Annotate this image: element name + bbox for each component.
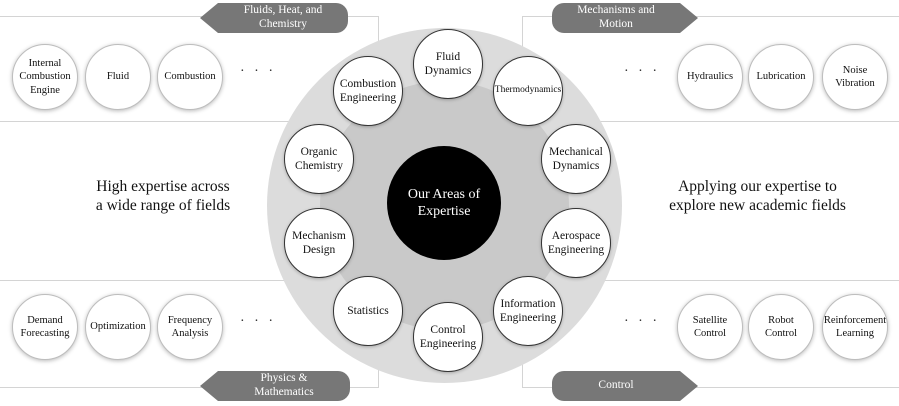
item-label: Analysis (171, 328, 209, 339)
side-text-line: High expertise across (96, 178, 230, 195)
core-our-areas-of-expertise: Our Areas of Expertise (387, 146, 501, 260)
ring-item-label: Design (302, 244, 336, 256)
item-label: Control (764, 328, 798, 339)
item-label: Forecasting (20, 328, 70, 339)
tag-line: Fluids, Heat, and (243, 4, 323, 17)
ring-item-label: Mechanism (292, 229, 346, 242)
item-label: Combustion (164, 71, 216, 83)
core-label: Expertise (417, 204, 471, 219)
side-text-line: Applying our expertise to (678, 178, 837, 195)
ring-item-label: Aerospace (551, 229, 601, 242)
tag-physics-mathematics: Physics &Mathematics (200, 371, 350, 401)
tag-line: Physics & (260, 372, 308, 385)
item-label: Demand (27, 314, 63, 326)
ellipsis: · · · (240, 314, 276, 329)
ring-item-label: Dynamics (552, 160, 600, 172)
tag-line: Mechanisms and (577, 4, 655, 17)
ring-item-label: Statistics (347, 304, 389, 317)
item-fluid: Fluid (85, 44, 151, 110)
item-label: Hydraulics (686, 71, 734, 83)
ring-item-label: Engineering (547, 244, 605, 256)
ring-item-label: Engineering (419, 338, 477, 350)
ring-item-label: Combustion (339, 77, 397, 90)
item-label: Lubrication (756, 71, 806, 83)
ring-item-label: Chemistry (295, 160, 343, 172)
item-label: Robot (768, 314, 794, 326)
item-label: Combustion (19, 71, 71, 83)
item-combustion: Combustion (157, 44, 223, 110)
item-label: Internal (28, 58, 62, 70)
ellipsis: · · · (624, 314, 660, 329)
ring-item-label: Information (500, 297, 556, 310)
ellipsis: · · · (240, 64, 276, 79)
item-label: Satellite (692, 314, 728, 326)
ring-item-thermodynamics: Thermodynamics (493, 56, 563, 126)
ring-item-label: Mechanical (549, 145, 603, 158)
ring-item-label: Thermodynamics (494, 85, 562, 96)
ring-item-label: Control (430, 323, 466, 336)
side-text-right: Applying our expertise to explore new aca… (650, 177, 865, 216)
item-label: Engine (30, 84, 60, 96)
side-text-line: explore new academic fields (669, 197, 846, 215)
item-label: Learning (836, 328, 874, 339)
ring-item-statistics: Statistics (333, 276, 403, 346)
item-label: Reinforcement (823, 314, 887, 326)
ring-item-label: Engineering (339, 92, 397, 104)
ring-item-label: Organic (300, 145, 338, 158)
tag-line: Mathematics (254, 386, 314, 398)
tag-control: Control (552, 371, 698, 401)
item-label: Control (693, 328, 727, 339)
item-label: Optimization (90, 321, 146, 333)
item-optimization: Optimization (85, 294, 151, 360)
ring-item-label: Engineering (499, 312, 557, 324)
item-hydraulics: Hydraulics (677, 44, 743, 110)
ring-item-label: Dynamics (424, 65, 472, 77)
side-text-left: High expertise across a wide range of fie… (78, 177, 248, 216)
ellipsis: · · · (624, 64, 660, 79)
tag-line: Control (598, 379, 634, 392)
ring-item-label: Fluid (435, 50, 461, 63)
tag-line: Chemistry (259, 18, 307, 30)
core-label: Our Areas of (407, 186, 481, 202)
item-lubrication: Lubrication (748, 44, 814, 110)
item-label: Frequency (167, 314, 213, 326)
item-label: Noise (842, 64, 868, 76)
tag-line: Motion (599, 18, 633, 30)
item-label: Vibration (835, 78, 875, 89)
side-text-line: a wide range of fields (95, 197, 231, 215)
item-label: Fluid (106, 71, 130, 83)
